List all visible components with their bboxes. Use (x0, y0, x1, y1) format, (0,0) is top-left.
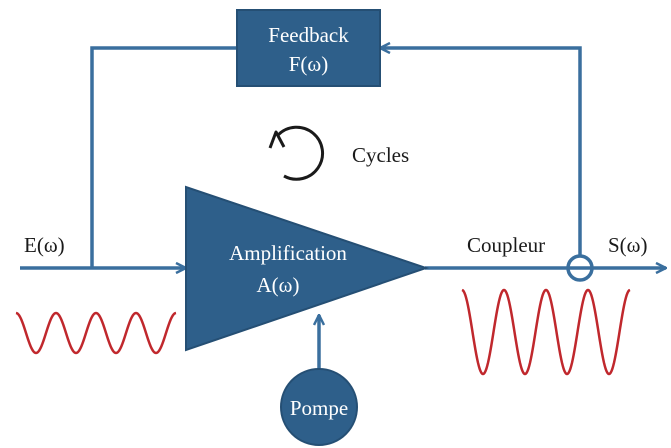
feedback-input-line (90, 46, 237, 268)
pump-label: Pompe (290, 396, 348, 420)
amplifier-block: Amplification A(ω) (185, 185, 430, 352)
output-wave (461, 288, 631, 376)
circular-arrow-icon: Cycles (268, 125, 409, 181)
feedback-title: Feedback (268, 23, 349, 47)
feedback-block: Feedback F(ω) (236, 9, 381, 87)
input-wave (15, 311, 177, 355)
coupler-label: Coupleur (467, 233, 545, 257)
amplifier-function: A(ω) (257, 273, 300, 297)
pump-block: Pompe (280, 368, 358, 446)
input-signal-label: E(ω) (24, 233, 65, 257)
feedback-loop (90, 46, 582, 268)
feedback-return-line (380, 48, 582, 258)
amplifier-title: Amplification (229, 241, 347, 265)
feedback-function: F(ω) (289, 52, 329, 76)
cycles-label: Cycles (352, 143, 409, 167)
output-signal-label: S(ω) (608, 233, 648, 257)
signal-path (20, 268, 666, 370)
